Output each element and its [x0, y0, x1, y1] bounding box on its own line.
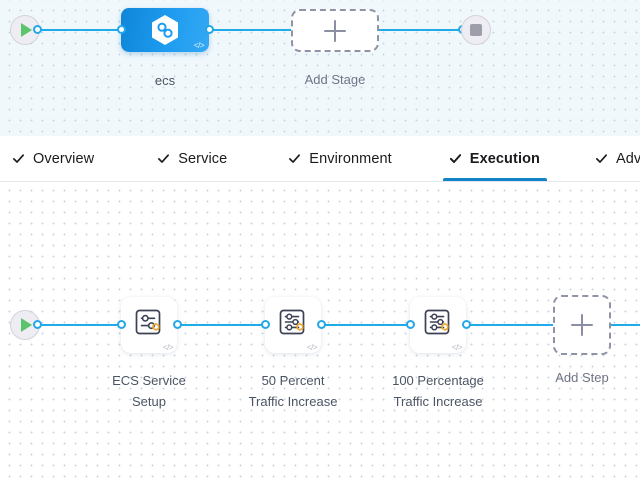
add-stage-label: Add Stage — [304, 72, 366, 87]
stage-canvas[interactable]: </> ecs Add Stage — [0, 0, 640, 136]
port-start-out[interactable] — [33, 25, 42, 34]
plus-icon — [571, 314, 593, 336]
check-icon — [158, 154, 170, 163]
tab-advanced[interactable]: Advanced — [583, 136, 640, 181]
pipeline-end-node[interactable] — [461, 15, 491, 45]
edge-start-to-step-1 — [36, 324, 128, 326]
edge-ecs-to-add-stage — [210, 29, 295, 31]
execution-canvas[interactable]: </> ECS Service Setup — [0, 182, 640, 480]
tab-service[interactable]: Service — [145, 136, 240, 181]
check-icon — [289, 154, 301, 163]
step-label: 100 Percentage Traffic Increase — [392, 373, 484, 409]
check-icon — [13, 154, 24, 163]
edge-start-to-ecs — [36, 29, 128, 31]
edge-step-1-to-step-2 — [177, 324, 275, 326]
step-settings-icon — [276, 307, 310, 341]
tab-label: Service — [178, 150, 228, 167]
tab-execution[interactable]: Execution — [437, 136, 553, 181]
step-label: ECS Service Setup — [112, 373, 186, 409]
edge-step-2-to-step-3 — [321, 324, 419, 326]
port-step-3-in[interactable] — [406, 320, 415, 329]
add-step-button[interactable] — [553, 295, 611, 355]
tab-label: Execution — [469, 150, 540, 167]
step-node-100-percentage-traffic-increase[interactable]: </> — [410, 297, 466, 353]
step-node-ecs-service-setup[interactable]: </> — [121, 297, 177, 353]
edge-add-step-out — [610, 324, 640, 326]
step-settings-icon — [132, 307, 166, 341]
port-ecs-in[interactable] — [117, 25, 126, 34]
tab-label: Overview — [33, 150, 95, 167]
play-icon — [21, 318, 32, 332]
step-settings-icon — [421, 307, 455, 341]
port-exec-start-out[interactable] — [33, 320, 42, 329]
check-icon — [596, 154, 607, 163]
stop-icon — [470, 24, 482, 36]
port-step-2-in[interactable] — [261, 320, 270, 329]
port-step-3-out[interactable] — [462, 320, 471, 329]
edge-add-stage-to-end — [378, 29, 462, 31]
code-icon: </> — [451, 343, 463, 352]
port-step-1-out[interactable] — [173, 320, 182, 329]
code-icon: </> — [162, 343, 174, 352]
code-icon: </> — [193, 41, 205, 50]
check-icon — [449, 154, 461, 164]
tab-environment[interactable]: Environment — [276, 136, 405, 181]
plus-icon — [324, 19, 346, 42]
code-icon: </> — [306, 343, 318, 352]
hexagon-link-icon — [150, 14, 180, 46]
port-ecs-out[interactable] — [205, 25, 214, 34]
play-icon — [21, 23, 32, 37]
section-tabs: Overview Service Environment Execution A… — [0, 136, 640, 182]
step-label: 50 Percent Traffic Increase — [248, 373, 338, 409]
add-stage-button[interactable] — [291, 9, 379, 52]
edge-step-3-to-add-step — [466, 324, 554, 326]
stage-node-label: ecs — [154, 73, 176, 88]
tab-label: Advanced — [616, 150, 640, 167]
stage-node-ecs[interactable]: </> — [121, 8, 209, 52]
tab-label: Environment — [309, 150, 392, 167]
port-step-1-in[interactable] — [117, 320, 126, 329]
tab-overview[interactable]: Overview — [0, 136, 107, 181]
port-step-2-out[interactable] — [317, 320, 326, 329]
add-step-label: Add Step — [555, 370, 609, 385]
step-node-50-percent-traffic-increase[interactable]: </> — [265, 297, 321, 353]
